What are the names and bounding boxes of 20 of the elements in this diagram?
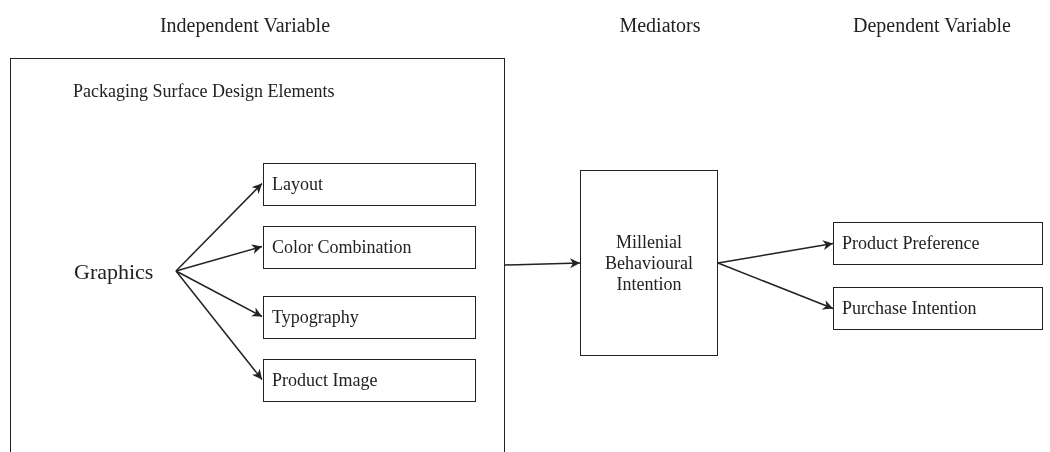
variable-label: Graphics	[74, 253, 177, 291]
process-box: Millenial Behavioural Intention	[580, 170, 718, 356]
arrow	[717, 240, 834, 264]
process-box: Product Preference	[833, 222, 1043, 265]
arrow	[717, 262, 834, 310]
arrow	[175, 244, 263, 272]
column-heading: Dependent Variable	[853, 14, 1011, 37]
arrow	[175, 270, 263, 318]
process-box: Layout	[263, 163, 476, 206]
process-box: Typography	[263, 296, 476, 339]
process-box: Color Combination	[263, 226, 476, 269]
arrow	[504, 258, 581, 269]
group-frame	[10, 58, 505, 452]
process-box: Product Image	[263, 359, 476, 402]
arrow	[175, 182, 263, 272]
arrow	[175, 270, 263, 381]
column-heading: Independent Variable	[159, 14, 331, 37]
process-box: Purchase Intention	[833, 287, 1043, 330]
group-title: Packaging Surface Design Elements	[73, 81, 335, 102]
column-heading: Mediators	[619, 14, 701, 37]
